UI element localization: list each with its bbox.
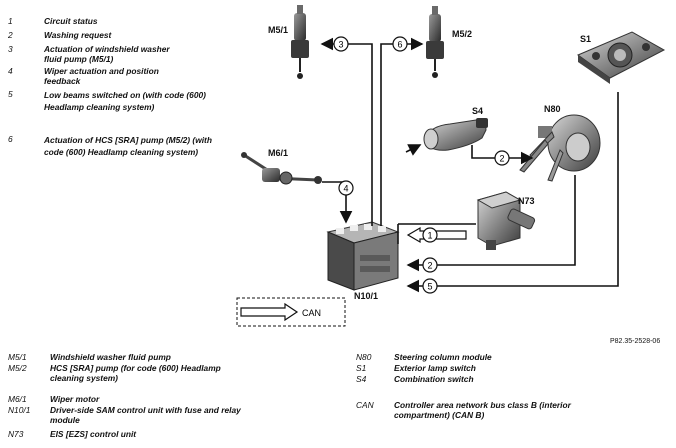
wiper-motor-m61-image — [241, 152, 322, 185]
signal-6-marker: 6 — [392, 36, 408, 52]
legend-num-1: 1 — [8, 16, 13, 26]
sam-control-unit-n101-image — [326, 221, 400, 291]
code-s4: S4 — [356, 374, 367, 384]
signal-2a-label: 2 — [499, 154, 504, 164]
code-n101: N10/1 — [8, 405, 31, 415]
signal-6-label: 6 — [397, 40, 402, 50]
desc-n73: EIS [EZS] control unit — [50, 429, 137, 439]
combination-switch-s4-image — [423, 118, 488, 151]
signal-4-marker: 4 — [338, 180, 354, 196]
signal-5-marker: 5 — [422, 278, 438, 294]
legend-text-1: Circuit status — [44, 16, 98, 26]
label-n73: N73 — [518, 196, 535, 206]
signal-3-marker: 3 — [333, 36, 349, 52]
signal-4-label: 4 — [343, 184, 348, 194]
label-m51: M5/1 — [268, 25, 289, 35]
can-label: CAN — [302, 308, 321, 318]
desc-m61: Wiper motor — [50, 394, 100, 404]
signal-2a-marker: 2 — [494, 150, 510, 166]
legend-num-3: 3 — [8, 44, 13, 54]
desc-n101: Driver-side SAM control unit with fuse a… — [50, 405, 241, 426]
code-can: CAN — [356, 400, 374, 410]
signal-2b-marker: 2 — [422, 257, 438, 273]
label-m61: M6/1 — [268, 148, 289, 158]
code-m51: M5/1 — [8, 352, 27, 362]
legend-num-6: 6 — [8, 134, 13, 144]
can-bus-symbol: CAN — [236, 297, 346, 327]
label-n101: N10/1 — [354, 291, 379, 301]
code-s1: S1 — [356, 363, 367, 373]
signal-3-label: 3 — [338, 40, 343, 50]
legend-num-2: 2 — [8, 30, 13, 40]
desc-s4: Combination switch — [394, 374, 474, 384]
code-m52: M5/2 — [8, 363, 27, 373]
steering-column-module-n80-image — [519, 114, 601, 182]
desc-can: Controller area network bus class B (int… — [394, 400, 571, 421]
reference-number: P82.35-2528-06 — [610, 338, 661, 345]
signal-5-label: 5 — [427, 282, 432, 292]
desc-m52: HCS [SRA] pump (for code (600) Headlamp … — [50, 363, 221, 384]
exterior-lamp-switch-s1-image — [576, 31, 666, 84]
legend-num-5: 5 — [8, 89, 13, 99]
legend-text-4: Wiper actuation and position feedback — [44, 66, 159, 87]
legend-text-2: Washing request — [44, 30, 112, 40]
legend-text-5: Low beams switched on (with code (600) H… — [44, 90, 206, 112]
signal-1-label: 1 — [427, 231, 432, 241]
desc-n80: Steering column module — [394, 352, 492, 362]
legend-num-4: 4 — [8, 66, 13, 76]
signal-1-marker: 1 — [422, 227, 438, 243]
code-n80: N80 — [356, 352, 372, 362]
label-n80: N80 — [544, 104, 561, 114]
legend-text-6: Actuation of HCS [SRA] pump (M5/2) (with… — [44, 135, 212, 157]
legend-text-3: Actuation of windshield washer fluid pum… — [44, 44, 170, 65]
desc-m51: Windshield washer fluid pump — [50, 352, 171, 362]
signal-2b-label: 2 — [427, 261, 432, 271]
hcs-pump-m52-image — [426, 6, 444, 78]
code-m61: M6/1 — [8, 394, 27, 404]
washer-pump-m51-image — [291, 5, 309, 79]
desc-s1: Exterior lamp switch — [394, 363, 476, 373]
label-m52: M5/2 — [452, 29, 473, 39]
label-s4: S4 — [472, 106, 484, 116]
code-n73: N73 — [8, 429, 24, 439]
eis-control-unit-n73-image — [476, 191, 536, 250]
signal-lines — [320, 37, 619, 293]
label-s1: S1 — [580, 34, 592, 44]
